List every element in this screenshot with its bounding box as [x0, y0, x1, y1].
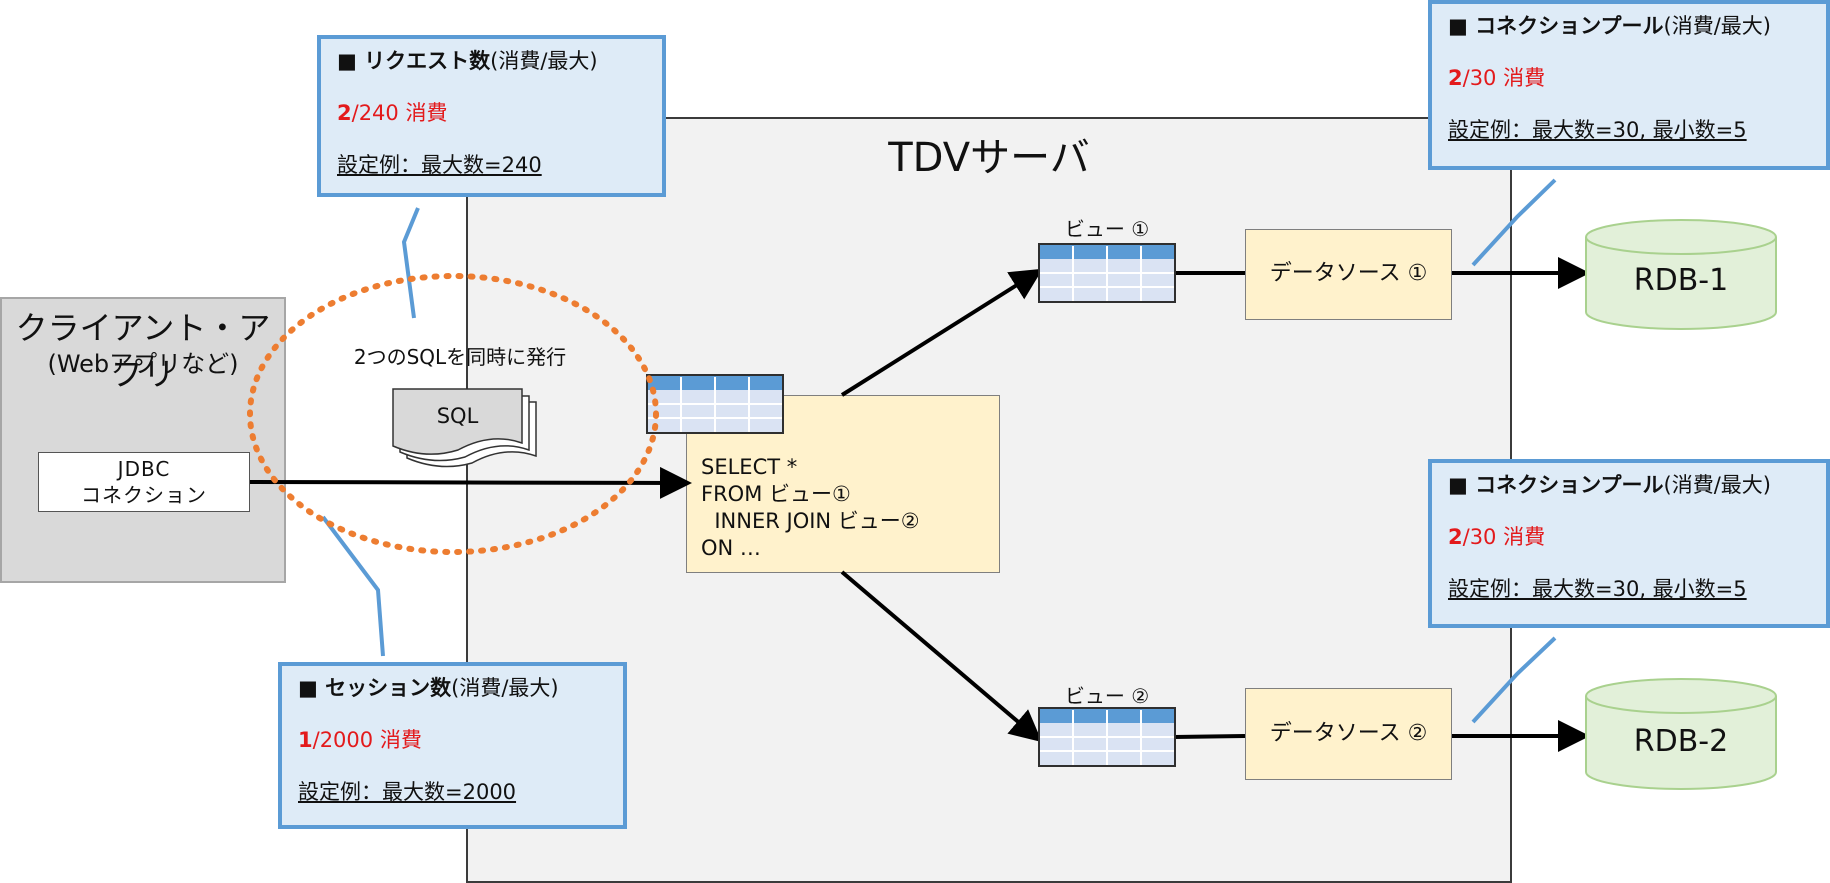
pool2-title-rest: (消費/最大): [1663, 473, 1771, 497]
session-title-rest: (消費/最大): [451, 676, 559, 700]
view1-label: ビュー ①: [1064, 217, 1150, 241]
request-callout-value: 2/240 消費: [337, 97, 646, 127]
pool2-callout-example: 設定例：最大数=30, 最小数=5: [1448, 577, 1747, 601]
rdb2-label: RDB-2: [1633, 724, 1729, 759]
connection-pool-1-callout: ■ コネクションプール(消費/最大) 2/30 消費 設定例：最大数=30, 最…: [1428, 0, 1830, 170]
sql-to-view1-arrow: [840, 268, 1043, 397]
request-title-bold: ■ リクエスト数: [337, 49, 491, 73]
request-callout-title: ■ リクエスト数(消費/最大): [337, 45, 646, 75]
client-app-title: クライアント・アプリ: [15, 309, 271, 393]
pool1-consumed: 2: [1448, 66, 1463, 90]
view2-to-datasource2-line: [1173, 734, 1246, 739]
pool2-title-bold: ■ コネクションプール: [1448, 473, 1664, 497]
sql-table-icon: [646, 374, 784, 434]
client-app-box: [0, 297, 286, 583]
session-consumed: 1: [298, 728, 313, 752]
view1-table-icon: [1038, 243, 1176, 303]
datasource-1-box: データソース ①: [1245, 229, 1452, 320]
rdb1-label: RDB-1: [1633, 263, 1729, 298]
pool1-title-bold: ■ コネクションプール: [1448, 14, 1664, 38]
sql-document-icon: [392, 388, 537, 468]
session-callout-pointer: [321, 515, 385, 657]
rdb2-database-icon: [1585, 678, 1777, 790]
datasource-2-box: データソース ②: [1245, 688, 1452, 780]
request-title-rest: (消費/最大): [490, 49, 598, 73]
request-callout-example: 設定例：最大数=240: [337, 153, 542, 177]
pool2-callout-pointer: [1471, 636, 1557, 724]
connection-pool-2-callout: ■ コネクションプール(消費/最大) 2/30 消費 設定例：最大数=30, 最…: [1428, 459, 1830, 628]
session-title-bold: ■ セッション数: [298, 676, 452, 700]
pool1-value-rest: /30 消費: [1462, 66, 1546, 90]
sql-line-1: SELECT *: [701, 455, 798, 479]
jdbc-label-line2: コネクション: [81, 483, 207, 507]
client-app-subtitle: (Webアプリなど): [47, 350, 239, 378]
pool1-title-rest: (消費/最大): [1663, 14, 1771, 38]
sql-line-4: ON …: [701, 536, 761, 560]
view2-label: ビュー ②: [1064, 684, 1150, 708]
sql-document-label: SQL: [436, 404, 479, 428]
request-callout-pointer: [401, 207, 420, 319]
pool1-callout-title: ■ コネクションプール(消費/最大): [1448, 10, 1810, 40]
pool2-value-rest: /30 消費: [1462, 525, 1546, 549]
server-title: TDVサーバ: [888, 135, 1090, 181]
jdbc-label-line1: JDBC: [117, 457, 171, 481]
concurrent-sql-highlight: [247, 273, 659, 555]
pool2-consumed: 2: [1448, 525, 1463, 549]
pool1-callout-value: 2/30 消費: [1448, 62, 1810, 92]
sql-line-2: FROM ビュー①: [701, 482, 851, 506]
concurrent-sql-note: 2つのSQLを同時に発行: [353, 345, 567, 369]
session-callout-value: 1/2000 消費: [298, 724, 607, 754]
request-count-callout: ■ リクエスト数(消費/最大) 2/240 消費 設定例：最大数=240: [317, 35, 666, 197]
session-callout-title: ■ セッション数(消費/最大): [298, 672, 607, 702]
jdbc-to-sql-arrow: [249, 466, 692, 499]
sql-line-3: INNER JOIN ビュー②: [701, 509, 920, 533]
pool1-callout-example: 設定例：最大数=30, 最小数=5: [1448, 118, 1747, 142]
view2-table-icon: [1038, 707, 1176, 767]
pool1-callout-pointer: [1471, 178, 1557, 267]
jdbc-connection-box: JDBC コネクション: [38, 452, 250, 512]
request-consumed: 2: [337, 101, 352, 125]
session-count-callout: ■ セッション数(消費/最大) 1/2000 消費 設定例：最大数=2000: [278, 662, 627, 829]
session-value-rest: /2000 消費: [312, 728, 422, 752]
pool2-callout-title: ■ コネクションプール(消費/最大): [1448, 469, 1810, 499]
sql-to-view2-arrow: [840, 570, 1043, 743]
pool2-callout-value: 2/30 消費: [1448, 521, 1810, 551]
session-callout-example: 設定例：最大数=2000: [298, 780, 517, 804]
rdb1-database-icon: [1585, 219, 1777, 330]
request-value-rest: /240 消費: [351, 101, 448, 125]
